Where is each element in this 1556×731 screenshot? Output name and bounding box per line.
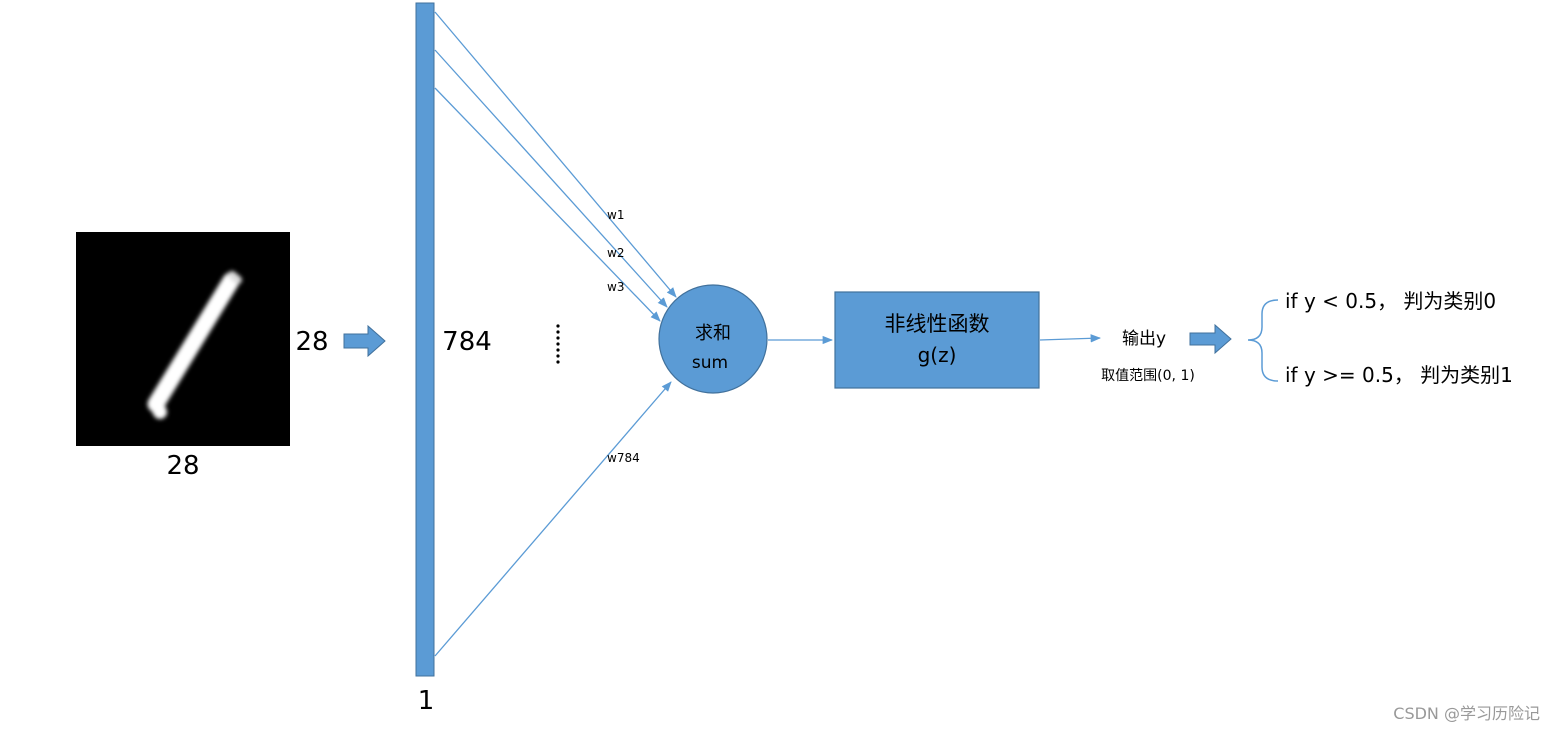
weight-label-w1: w1 — [607, 208, 624, 222]
output-range-label: 取值范围(0, 1) — [1101, 367, 1195, 384]
sum-node-label-cn: 求和 — [695, 323, 731, 344]
activation-to-output-arrow — [1039, 334, 1102, 343]
decision-brace — [1247, 299, 1279, 382]
vector-width-label: 1 — [418, 686, 435, 716]
image-width-label: 28 — [295, 327, 328, 357]
digit-one-stroke — [147, 271, 242, 419]
input-vector-column — [415, 2, 435, 677]
weight-line-w2 — [434, 49, 668, 308]
weight-line-w3 — [434, 87, 661, 322]
input-image-background — [76, 232, 290, 446]
sum-node — [658, 284, 768, 394]
weight-label-w784: w784 — [607, 451, 640, 465]
input-digit-image — [76, 232, 290, 446]
flatten-arrow-icon — [343, 324, 386, 358]
watermark: CSDN @学习历险记 — [1393, 704, 1540, 723]
decision-rule-class-0: if y < 0.5， 判为类别0 — [1285, 289, 1496, 313]
vector-length-label: 784 — [442, 327, 492, 357]
sum-node-label-en: sum — [692, 353, 728, 373]
activation-label-cn: 非线性函数 — [885, 312, 990, 336]
activation-function-box — [834, 291, 1040, 389]
output-label: 输出y — [1122, 329, 1166, 349]
activation-label-formula: g(z) — [918, 343, 957, 367]
decision-rule-class-1: if y >= 0.5， 判为类别1 — [1285, 363, 1513, 387]
decision-arrow-icon — [1189, 323, 1232, 355]
image-height-label: 28 — [166, 451, 199, 481]
weight-label-w2: w2 — [607, 246, 624, 260]
weight-line-w784 — [434, 381, 672, 657]
weight-line-w1 — [434, 11, 677, 298]
ellipsis-dots — [556, 324, 560, 364]
weight-label-w3: w3 — [607, 280, 624, 294]
